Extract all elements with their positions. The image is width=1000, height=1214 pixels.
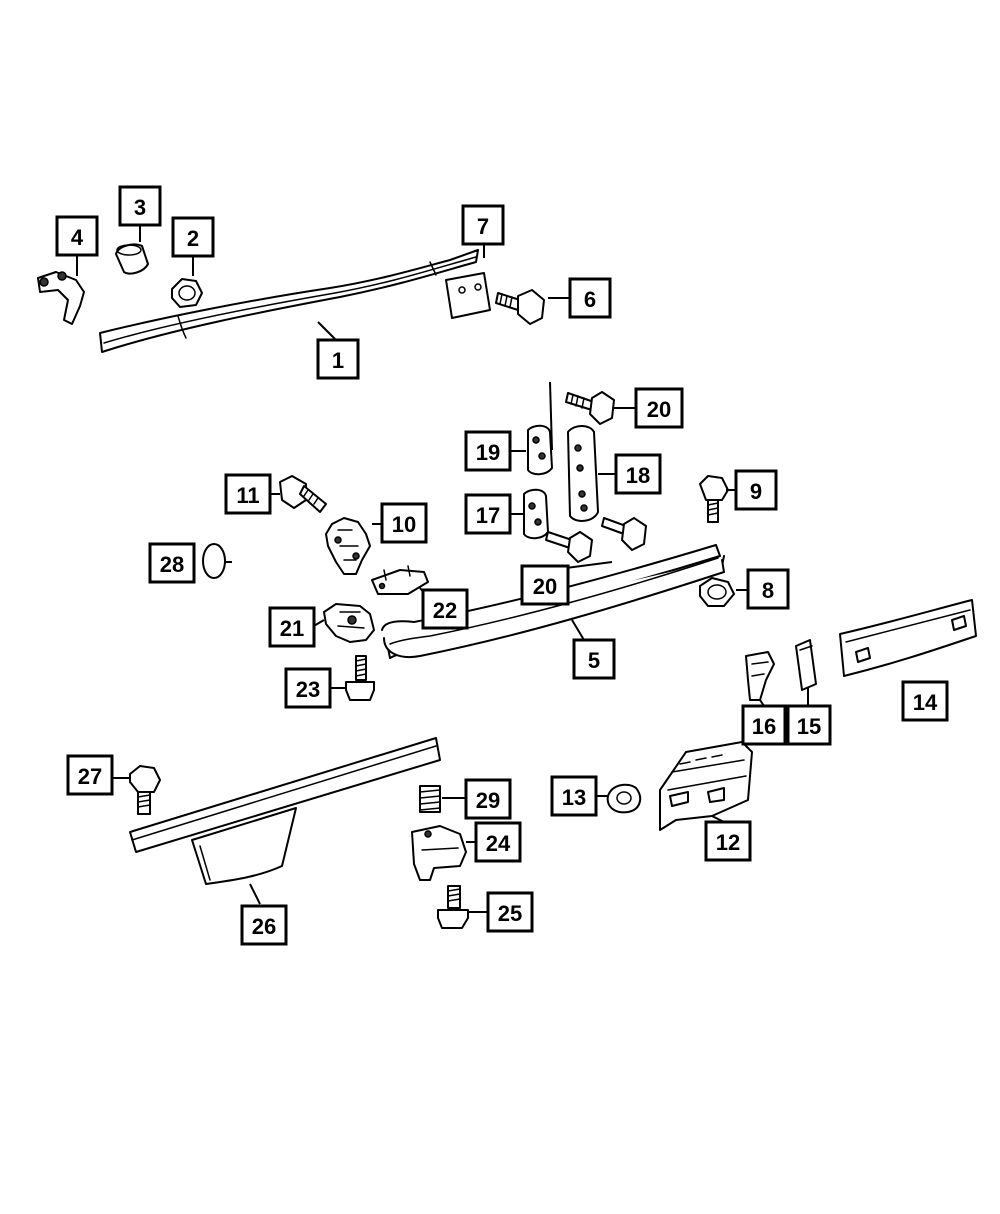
callout-10: 10 [380,502,428,544]
callout-11: 11 [224,473,272,515]
svg-text:26: 26 [252,914,276,939]
callout-21: 21 [268,606,316,648]
callout-23: 23 [284,667,332,709]
svg-text:28: 28 [160,552,184,577]
bolt-6 [495,289,545,325]
svg-text:7: 7 [477,214,489,239]
bracket-assembly-12 [659,741,753,831]
svg-text:24: 24 [486,831,511,856]
callout-24: 24 [474,821,522,863]
callout-4: 4 [55,215,99,257]
svg-text:29: 29 [476,788,500,813]
svg-text:16: 16 [752,714,776,739]
svg-text:9: 9 [750,479,762,504]
svg-text:3: 3 [134,195,146,220]
hinge-clip-16 [745,651,775,701]
svg-text:14: 14 [913,690,938,715]
callout-6: 6 [568,277,612,319]
bolt-27 [129,765,161,815]
svg-text:1: 1 [332,348,344,373]
callout-14: 14 [901,680,949,722]
svg-text:20: 20 [533,574,557,599]
long-plate-18 [567,425,599,522]
bolts-20-lower [545,517,647,563]
callout-17: 17 [464,493,512,535]
bracket-plate-17 [523,488,549,540]
plate-7 [445,272,491,319]
seal-ring-28 [202,543,226,579]
catch-22 [371,565,429,595]
upper-roller-bracket-4 [37,271,85,325]
bolt-23 [345,655,375,701]
callout-8: 8 [746,568,790,610]
callout-26: 26 [240,904,288,946]
nut-13 [606,783,642,814]
callout-12: 12 [704,820,752,862]
callout-27: 27 [66,754,114,796]
bolt-9 [699,475,729,523]
bolt-25 [437,885,469,929]
callout-1: 1 [316,338,360,380]
svg-text:10: 10 [392,512,416,537]
callout-19: 19 [464,430,512,472]
upper-track-rail [99,249,479,353]
svg-text:13: 13 [562,785,586,810]
bracket-24 [411,825,467,881]
svg-text:25: 25 [498,901,522,926]
nut-8 [699,577,735,607]
svg-text:27: 27 [78,764,102,789]
callout-9: 9 [734,469,778,511]
callout-28: 28 [148,542,196,584]
svg-text:12: 12 [716,830,740,855]
svg-text:23: 23 [296,677,320,702]
lower-track-rail [381,544,725,659]
svg-text:18: 18 [626,463,650,488]
bracket-plate-19 [527,424,553,476]
lower-channel-26 [129,737,441,885]
callout-18: 18 [614,453,662,495]
roller-bracket-10 [325,517,371,575]
svg-text:2: 2 [187,226,199,251]
svg-text:17: 17 [476,503,500,528]
svg-text:19: 19 [476,440,500,465]
trim-panel-14 [839,599,977,677]
svg-text:6: 6 [584,287,596,312]
bolt-11 [279,475,327,513]
svg-text:22: 22 [433,598,457,623]
callout-15: 15 [786,704,832,746]
callout-20-lower: 20 [520,564,570,606]
callout-13: 13 [550,775,598,817]
spring-29 [419,785,441,813]
bolt-20-upper [549,381,615,451]
svg-text:21: 21 [280,616,304,641]
callout-22: 22 [421,588,469,630]
svg-text:11: 11 [236,483,259,508]
svg-text:15: 15 [797,714,821,739]
callout-5: 5 [572,638,616,680]
callout-7: 7 [461,204,505,246]
callout-3: 3 [118,185,162,227]
callout-16: 16 [741,704,787,746]
svg-text:4: 4 [71,225,84,250]
nut-2 [171,278,203,308]
callout-25: 25 [486,891,534,933]
svg-text:5: 5 [588,648,600,673]
svg-text:20: 20 [647,397,671,422]
clip-15 [795,639,817,691]
callout-29: 29 [464,778,512,820]
callout-20-upper: 20 [634,387,684,429]
lower-roller-21 [323,603,375,643]
callout-2: 2 [171,216,215,258]
bushing-3 [115,243,149,275]
svg-text:8: 8 [762,578,774,603]
